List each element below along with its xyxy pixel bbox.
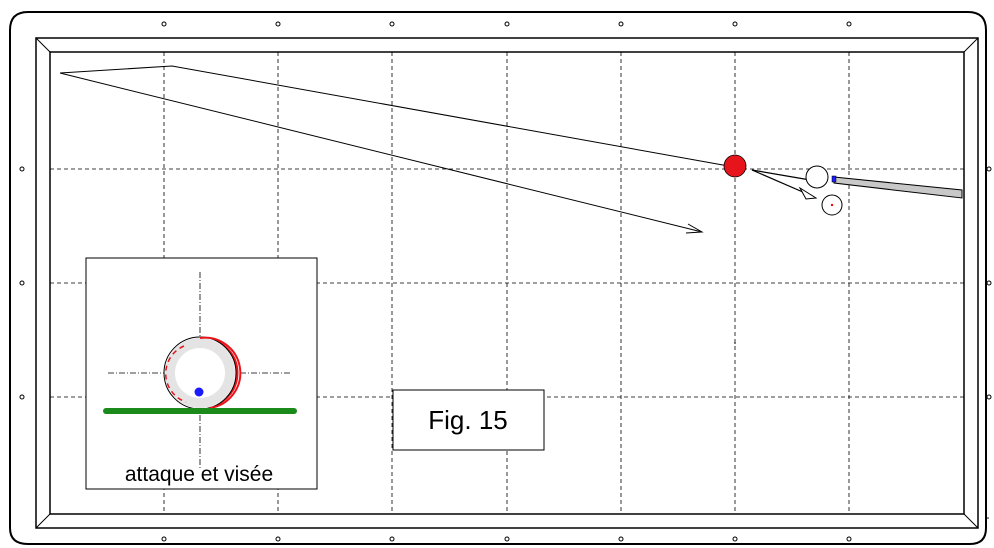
diamond-top-3 [389,21,395,27]
diamond-right-2 [986,280,992,286]
center-spot [734,342,736,344]
corner-line-tl [35,37,51,53]
balls [723,154,843,216]
diamond-top-4 [504,21,510,27]
inset-caption: attaque et visée [125,463,273,486]
diamond-bottom-3 [389,536,395,542]
figure-label: Fig. 15 [428,405,508,435]
aim-line-1 [751,169,817,182]
diamond-bottom-6 [732,536,738,542]
reference-dot [830,203,834,207]
diamond-bottom-7 [846,536,852,542]
white-ball-icon [805,165,829,189]
diamond-left-2 [19,280,25,286]
diamond-bottom-5 [618,536,624,542]
cue-ball-path [59,65,735,168]
cue-tip [831,175,837,183]
trajectories [59,65,818,234]
diamond-right-1 [986,166,992,172]
figure-label-box: Fig. 15 [392,389,545,451]
diamond-left-1 [19,166,25,172]
inset-ball-ring [165,338,235,408]
corner-line-bl [35,513,51,529]
diamond-bottom-4 [504,536,510,542]
corner-line-br [963,513,979,529]
diamonds [19,21,992,542]
cue-tip-dot-icon [194,387,204,397]
inset-panel: attaque et visée [85,257,318,490]
cushion-outer [35,37,979,529]
diamond-bottom-2 [275,536,281,542]
arrow-head-icon [685,223,704,234]
aim-arrow-icon [798,186,818,200]
object-ball-path [59,72,703,233]
inset-red-arc-right [199,336,242,409]
diamond-top-1 [161,21,167,27]
corner-mark [987,517,989,519]
cue-stick-icon [831,175,963,199]
corner-line-tr [963,37,979,53]
diamond-right-3 [986,394,992,400]
inset-red-dashed-arc [164,345,187,403]
diamond-bottom-1 [161,536,167,542]
figure-label-frame [392,389,545,451]
diamond-top-6 [732,21,738,27]
diamond-top-5 [618,21,624,27]
red-ball-icon [723,154,747,178]
diamond-top-7 [846,21,852,27]
diamond-top-2 [275,21,281,27]
diamond-left-3 [19,394,25,400]
